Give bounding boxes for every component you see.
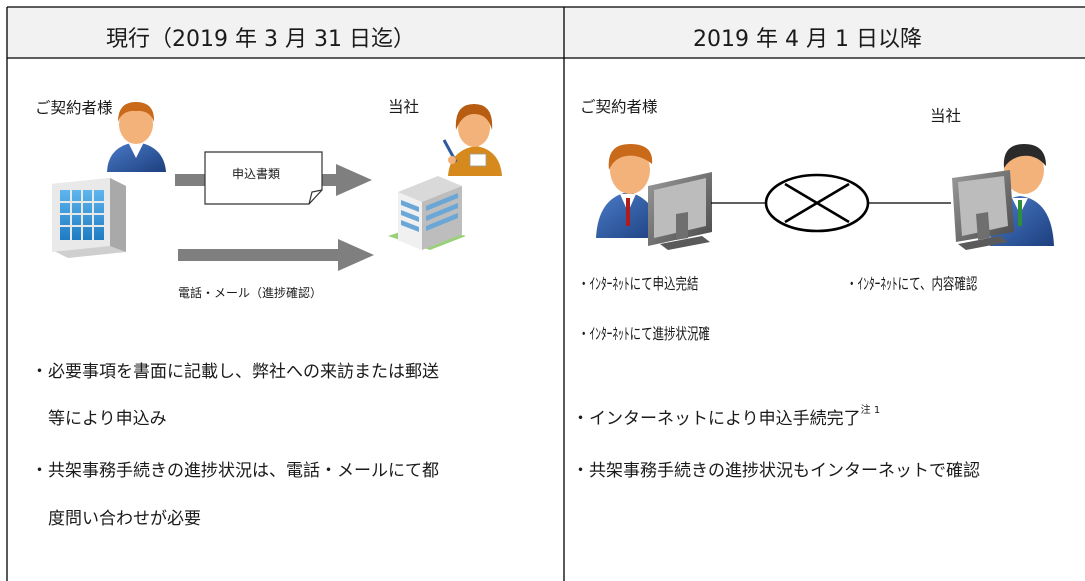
phone-mail-label: 電話・メール（進捗確認） <box>178 286 323 300</box>
header-cell-current <box>7 7 564 58</box>
document-label: 申込書類 <box>232 167 281 181</box>
document-flow-arrow <box>175 164 372 196</box>
customer-caption-apply: ・ｲﾝﾀｰﾈｯﾄにて申込完結 <box>578 275 699 293</box>
footnote-marker: 注 1 <box>860 405 881 416</box>
customer-computer-user-icon <box>596 144 712 250</box>
right-company-label: 当社 <box>930 107 962 125</box>
header-future: 2019 年 4 月 1 日以降 <box>693 27 922 52</box>
office-building-icon <box>52 178 126 258</box>
company-caption: ・ｲﾝﾀｰﾈｯﾄにて、内容確認 <box>846 275 978 293</box>
staff-computer-user-icon <box>952 144 1054 250</box>
left-bullet-line-1: ・必要事項を書面に記載し、弊社への来訪または郵送 <box>31 362 439 382</box>
left-bullet-line-2: 等により申込み <box>48 409 167 429</box>
left-company-label: 当社 <box>388 98 420 116</box>
left-bullet-line-4: 度問い合わせが必要 <box>48 509 201 529</box>
document-icon <box>204 151 323 205</box>
phone-mail-arrow <box>178 239 374 271</box>
table-borders <box>6 6 1085 581</box>
right-bullet-1-text: ・インターネットにより申込手続完了 <box>572 409 861 429</box>
header-cell-future <box>564 7 1085 58</box>
company-building-icon <box>388 176 466 250</box>
left-customer-label: ご契約者様 <box>35 99 113 117</box>
right-customer-label: ご契約者様 <box>580 98 658 116</box>
customer-person-icon <box>107 102 166 172</box>
company-staff-icon <box>442 104 502 176</box>
customer-caption-progress: ・ｲﾝﾀｰﾈｯﾄにて進捗状況確 <box>578 325 710 343</box>
right-bullet-2: ・共架事務手続きの進捗状況もインターネットで確認 <box>572 461 980 481</box>
left-bullet-line-3: ・共架事務手続きの進捗状況は、電話・メールにて都 <box>31 461 439 481</box>
header-current: 現行（2019 年 3 月 31 日迄） <box>106 27 415 52</box>
blocked-connection-icon <box>711 173 951 233</box>
right-bullet-1: ・インターネットにより申込手続完了注 1 <box>572 404 880 429</box>
